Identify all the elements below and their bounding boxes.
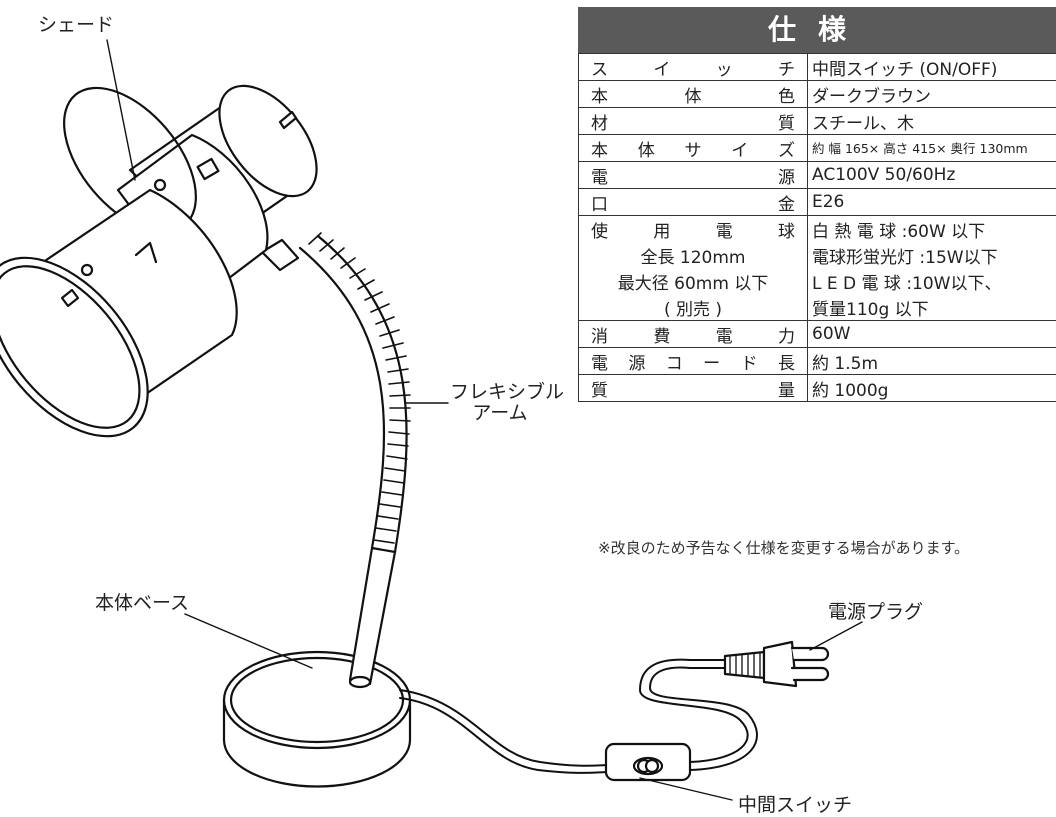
spec-value: 約 1000g xyxy=(808,375,1056,402)
power-cord xyxy=(400,660,757,773)
spec-key-sub: ( 別売 ) xyxy=(579,294,808,321)
base-leader xyxy=(185,614,312,668)
spec-value: 中間スイッチ (ON/OFF) xyxy=(808,54,1056,81)
spec-key: 消費電力 xyxy=(579,321,808,348)
spec-value: 電球形蛍光灯 :15W以下 xyxy=(808,242,1056,268)
spec-value: ダークブラウン xyxy=(808,81,1056,108)
spec-key: 電源 xyxy=(579,162,808,189)
spec-key-sub: 最大径 60mm 以下 xyxy=(579,268,808,294)
spec-title: 仕様 xyxy=(578,7,1056,53)
spec-row-bulb: 使用電球白 熱 電 球 :60W 以下 xyxy=(579,216,1056,243)
shade-label: シェード xyxy=(38,10,114,37)
spec-key: スイッチ xyxy=(579,54,808,81)
spec-value: スチール、木 xyxy=(808,108,1056,135)
spec-key: 材質 xyxy=(579,108,808,135)
spec-key: 質量 xyxy=(579,375,808,402)
flexible-arm xyxy=(300,236,407,552)
spec-key: 使用電球 xyxy=(579,216,808,243)
lamp-shade xyxy=(0,64,336,466)
spec-value: 約 1.5m xyxy=(808,348,1056,375)
plug-leader xyxy=(810,622,862,650)
shade-leader xyxy=(107,40,135,180)
spec-note: ※改良のため予告なく仕様を変更する場合があります。 xyxy=(598,537,969,558)
spec-value: L E D 電 球 :10W以下、 xyxy=(808,268,1056,294)
spec-key: 本体サイズ xyxy=(579,135,808,162)
spec-row: 電源コード長約 1.5m xyxy=(579,348,1056,375)
flexible-arm-label-line1: フレキシブル xyxy=(450,382,550,403)
flexible-arm-label-line2: アーム xyxy=(450,403,550,424)
spec-key: 電源コード長 xyxy=(579,348,808,375)
spec-value: 白 熱 電 球 :60W 以下 xyxy=(808,216,1056,243)
spec-row: 質量約 1000g xyxy=(579,375,1056,402)
inline-switch xyxy=(606,744,690,780)
spec-key: 口金 xyxy=(579,189,808,216)
spec-panel: 仕様 スイッチ中間スイッチ (ON/OFF)本体色ダークブラウン材質スチール、木… xyxy=(578,7,1056,402)
plug-label: 電源プラグ xyxy=(828,597,923,624)
spec-row: スイッチ中間スイッチ (ON/OFF) xyxy=(579,54,1056,81)
spec-value: 約 幅 165× 高さ 415× 奥行 130mm xyxy=(808,135,1056,162)
spec-row: 本体色ダークブラウン xyxy=(579,81,1056,108)
spec-value: E26 xyxy=(808,189,1056,216)
spec-row: 本体サイズ約 幅 165× 高さ 415× 奥行 130mm xyxy=(579,135,1056,162)
spec-value: 質量110g 以下 xyxy=(808,294,1056,321)
spec-key-sub: 全長 120mm xyxy=(579,242,808,268)
spec-row: 材質スチール、木 xyxy=(579,108,1056,135)
spec-key: 本体色 xyxy=(579,81,808,108)
flexible-arm-label: フレキシブル アーム xyxy=(450,382,550,424)
spec-table: スイッチ中間スイッチ (ON/OFF)本体色ダークブラウン材質スチール、木本体サ… xyxy=(578,53,1056,402)
spec-row-bulb: ( 別売 )質量110g 以下 xyxy=(579,294,1056,321)
switch-leader xyxy=(640,778,732,800)
base-label: 本体ベース xyxy=(95,588,189,615)
switch-label: 中間スイッチ xyxy=(738,790,852,817)
spec-value: 60W xyxy=(808,321,1056,348)
lamp-base xyxy=(224,652,410,786)
lamp-stem xyxy=(350,548,395,687)
spec-value: AC100V 50/60Hz xyxy=(808,162,1056,189)
